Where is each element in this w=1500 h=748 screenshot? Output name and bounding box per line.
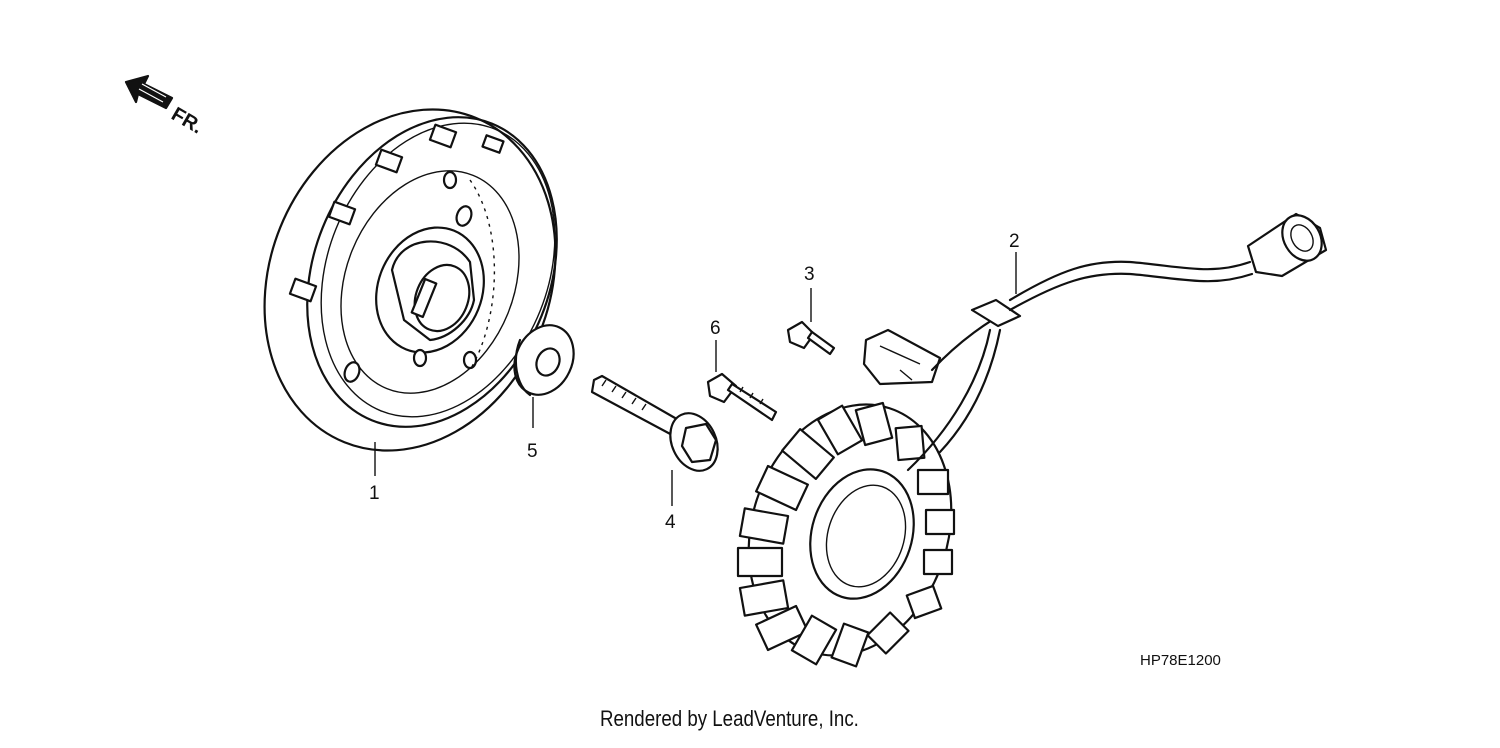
diagram-reference-code: HP78E1200 (1140, 652, 1221, 669)
pulser-bolt (786, 320, 836, 356)
callout-3: 3 (804, 264, 815, 285)
front-direction-arrow-icon (124, 74, 174, 110)
flywheel (263, 108, 558, 452)
stator-assembly (736, 212, 1328, 668)
callout-6: 6 (710, 318, 721, 339)
washer (513, 324, 575, 397)
callout-5: 5 (527, 441, 538, 462)
stator-bolt (706, 372, 778, 422)
render-credit: Rendered by LeadVenture, Inc. (600, 706, 859, 731)
callout-1: 1 (369, 483, 380, 504)
flange-bolt (590, 374, 719, 472)
callout-2: 2 (1009, 231, 1020, 252)
callout-4: 4 (665, 512, 676, 533)
front-direction-label: FR. (168, 103, 207, 138)
